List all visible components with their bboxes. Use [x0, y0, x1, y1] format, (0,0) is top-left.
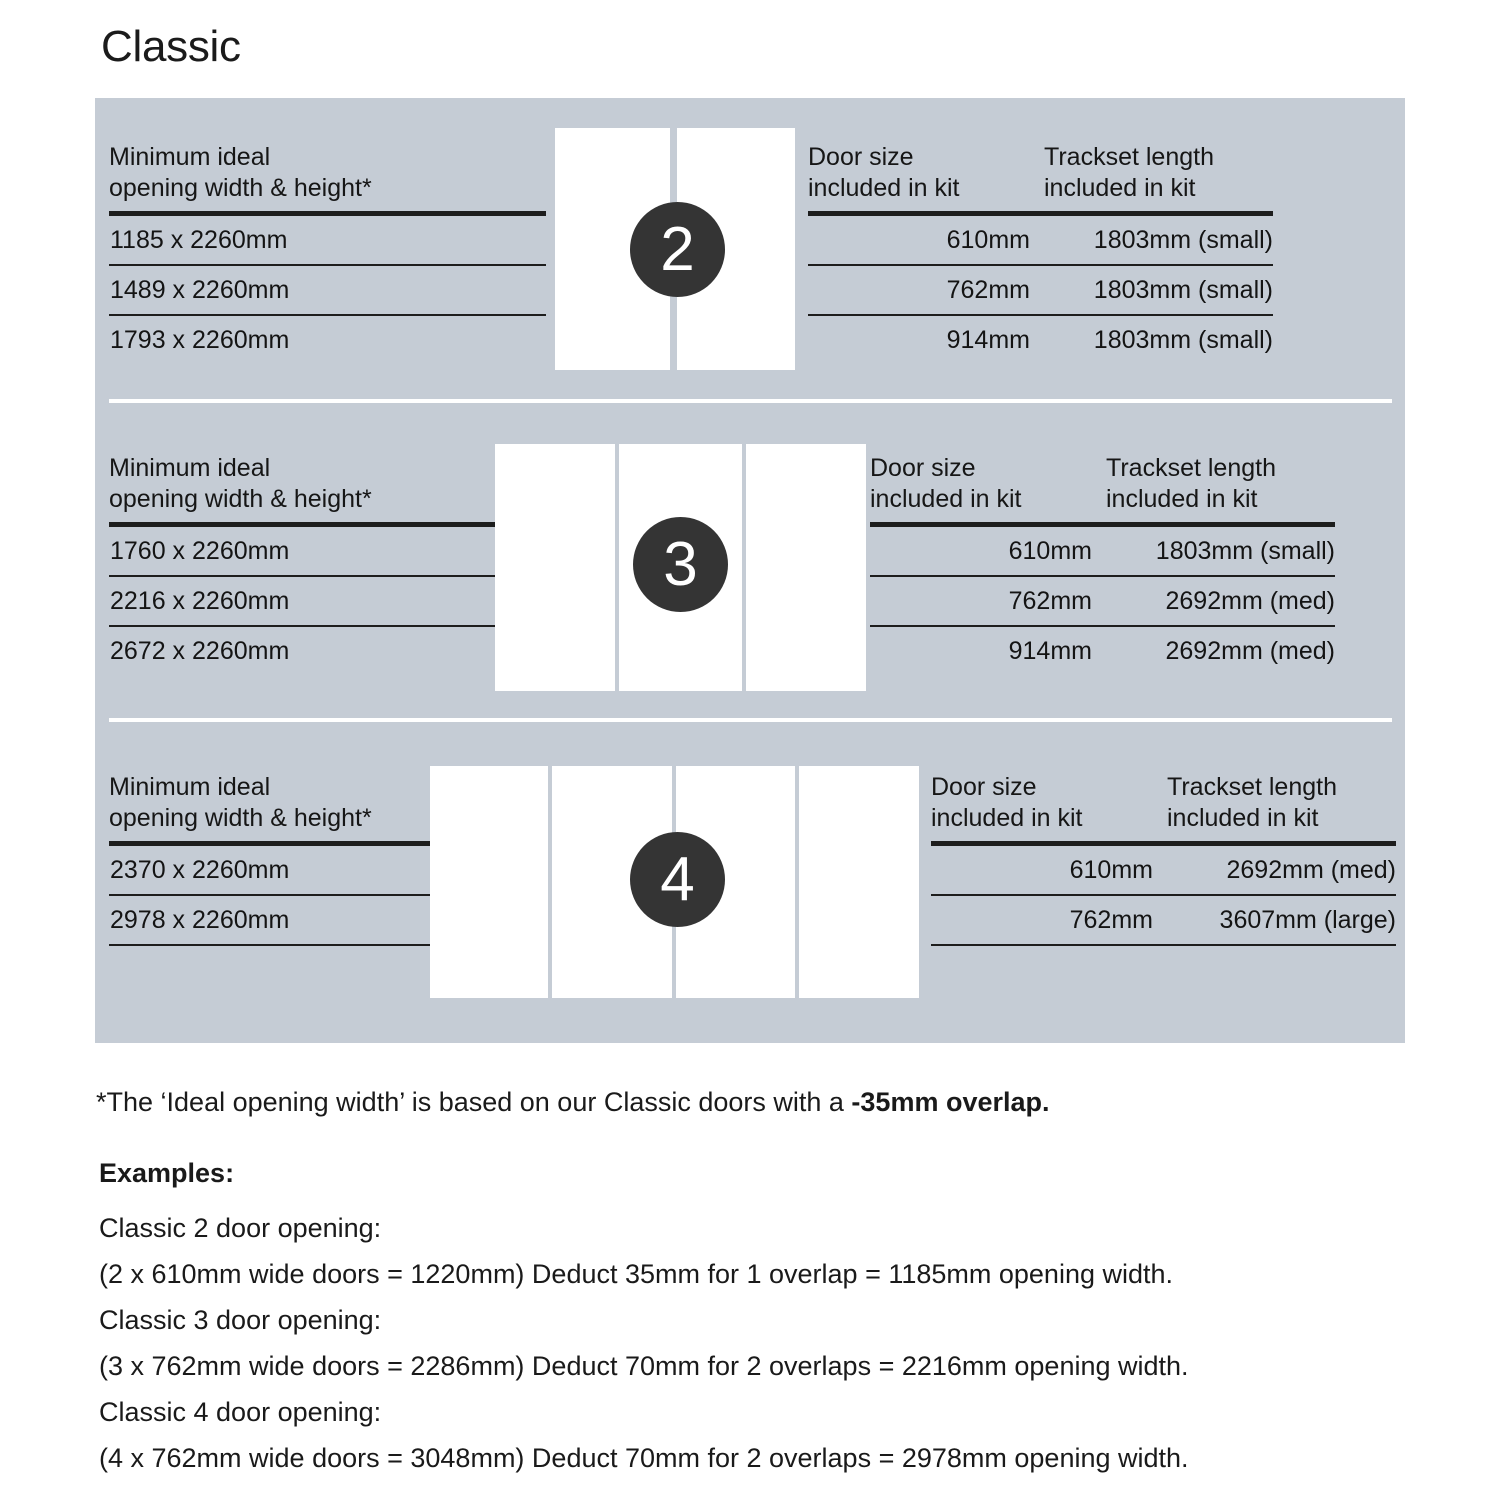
door-size-column-header: Door size included in kit	[870, 454, 1022, 513]
table-cell-trackset: 3607mm (large)	[1219, 906, 1396, 934]
row-rule	[109, 944, 546, 946]
row-rule	[808, 314, 1273, 316]
table-row: 914mm 1803mm (small)	[808, 316, 1273, 364]
page-title: Classic	[101, 22, 241, 71]
table-cell-door-size: 762mm	[1069, 906, 1153, 934]
table-cell-door-size: 610mm	[1008, 537, 1092, 565]
kit-columns-header-row: Door size included in kit Trackset lengt…	[870, 453, 1335, 515]
kit-columns: Door size included in kit Trackset lengt…	[808, 142, 1273, 364]
opening-column: Minimum ideal opening width & height* 23…	[109, 772, 546, 946]
table-cell-door-size: 914mm	[1008, 637, 1092, 665]
row-rule	[808, 264, 1273, 266]
opening-column-header: Minimum ideal opening width & height*	[109, 773, 372, 832]
row-rule	[931, 894, 1396, 896]
door-count-badge: 2	[630, 202, 725, 297]
table-cell-opening: 2216 x 2260mm	[110, 587, 290, 615]
header-rule	[109, 522, 546, 527]
table-row: 610mm 1803mm (small)	[870, 527, 1335, 575]
row-rule	[109, 894, 546, 896]
table-cell-door-size: 610mm	[1069, 856, 1153, 884]
section-divider-1	[109, 399, 1392, 403]
table-row: 762mm 1803mm (small)	[808, 266, 1273, 314]
table-cell-door-size: 762mm	[946, 276, 1030, 304]
door-panel	[746, 444, 866, 691]
table-cell-door-size: 762mm	[1008, 587, 1092, 615]
table-cell-opening: 2672 x 2260mm	[110, 637, 290, 665]
trackset-column-header: Trackset length included in kit	[1044, 143, 1214, 202]
table-row: 610mm 2692mm (med)	[931, 846, 1396, 894]
table-cell-door-size: 914mm	[946, 326, 1030, 354]
section-4-door: Minimum ideal opening width & height* 23…	[95, 722, 1405, 1043]
footnote-emphasis: -35mm overlap.	[851, 1087, 1050, 1117]
spec-panel: Minimum ideal opening width & height* 11…	[95, 98, 1405, 1043]
example-line: Classic 3 door opening:	[99, 1305, 382, 1335]
header-rule	[109, 211, 546, 216]
section-2-door: Minimum ideal opening width & height* 11…	[95, 98, 1405, 399]
row-rule	[109, 625, 546, 627]
table-cell-opening: 2370 x 2260mm	[110, 856, 290, 884]
table-cell-opening: 1489 x 2260mm	[110, 276, 290, 304]
row-rule	[870, 575, 1335, 577]
door-panel	[495, 444, 615, 691]
table-cell-door-size: 610mm	[946, 226, 1030, 254]
table-row: 762mm 3607mm (large)	[931, 896, 1396, 944]
door-count-badge: 4	[630, 832, 725, 927]
table-cell-opening: 2978 x 2260mm	[110, 906, 290, 934]
kit-columns-header-row: Door size included in kit Trackset lengt…	[808, 142, 1273, 204]
table-cell-trackset: 1803mm (small)	[1093, 276, 1273, 304]
door-size-column-header: Door size included in kit	[808, 143, 960, 202]
footnote-text: *The ‘Ideal opening width’ is based on o…	[96, 1087, 852, 1117]
kit-columns: Door size included in kit Trackset lengt…	[931, 772, 1396, 946]
table-cell-trackset: 1803mm (small)	[1155, 537, 1335, 565]
door-size-column-header: Door size included in kit	[931, 773, 1083, 832]
footnote: *The ‘Ideal opening width’ is based on o…	[96, 1085, 1050, 1119]
door-count-badge: 3	[633, 517, 728, 612]
door-panel	[799, 766, 919, 998]
example-line: Classic 4 door opening:	[99, 1397, 382, 1427]
door-diagram-3	[495, 444, 866, 691]
table-cell-opening: 1793 x 2260mm	[110, 326, 290, 354]
header-rule	[931, 841, 1396, 846]
trackset-column-header: Trackset length included in kit	[1106, 454, 1276, 513]
opening-column-header: Minimum ideal opening width & height*	[109, 454, 372, 513]
opening-column-header: Minimum ideal opening width & height*	[109, 143, 372, 202]
row-rule	[870, 625, 1335, 627]
table-row: 610mm 1803mm (small)	[808, 216, 1273, 264]
row-rule	[109, 264, 546, 266]
table-row: 914mm 2692mm (med)	[870, 627, 1335, 675]
trackset-column-header: Trackset length included in kit	[1167, 773, 1337, 832]
table-cell-trackset: 1803mm (small)	[1093, 326, 1273, 354]
table-cell-opening: 1185 x 2260mm	[110, 226, 288, 254]
kit-columns: Door size included in kit Trackset lengt…	[870, 453, 1335, 675]
table-cell-trackset: 1803mm (small)	[1093, 226, 1273, 254]
opening-column: Minimum ideal opening width & height* 11…	[109, 142, 546, 364]
header-rule	[870, 522, 1335, 527]
example-line: (4 x 762mm wide doors = 3048mm) Deduct 7…	[99, 1443, 1189, 1473]
table-cell-opening: 1760 x 2260mm	[110, 537, 290, 565]
table-cell-trackset: 2692mm (med)	[1226, 856, 1397, 884]
example-line: Classic 2 door opening:	[99, 1213, 382, 1243]
door-panel	[430, 766, 548, 998]
header-rule	[109, 841, 546, 846]
examples-heading: Examples:	[99, 1158, 235, 1188]
row-rule	[109, 575, 546, 577]
table-cell-trackset: 2692mm (med)	[1165, 637, 1336, 665]
examples-list: Classic 2 door opening: (2 x 610mm wide …	[99, 1205, 1409, 1481]
section-3-door: Minimum ideal opening width & height* 17…	[95, 403, 1405, 718]
kit-columns-header-row: Door size included in kit Trackset lengt…	[931, 772, 1396, 834]
table-row: 762mm 2692mm (med)	[870, 577, 1335, 625]
example-line: (3 x 762mm wide doors = 2286mm) Deduct 7…	[99, 1351, 1189, 1381]
header-rule	[808, 211, 1273, 216]
opening-column: Minimum ideal opening width & height* 17…	[109, 453, 546, 675]
example-line: (2 x 610mm wide doors = 1220mm) Deduct 3…	[99, 1259, 1174, 1289]
section-divider-2	[109, 718, 1392, 722]
row-rule	[931, 944, 1396, 946]
row-rule	[109, 314, 546, 316]
table-cell-trackset: 2692mm (med)	[1165, 587, 1336, 615]
